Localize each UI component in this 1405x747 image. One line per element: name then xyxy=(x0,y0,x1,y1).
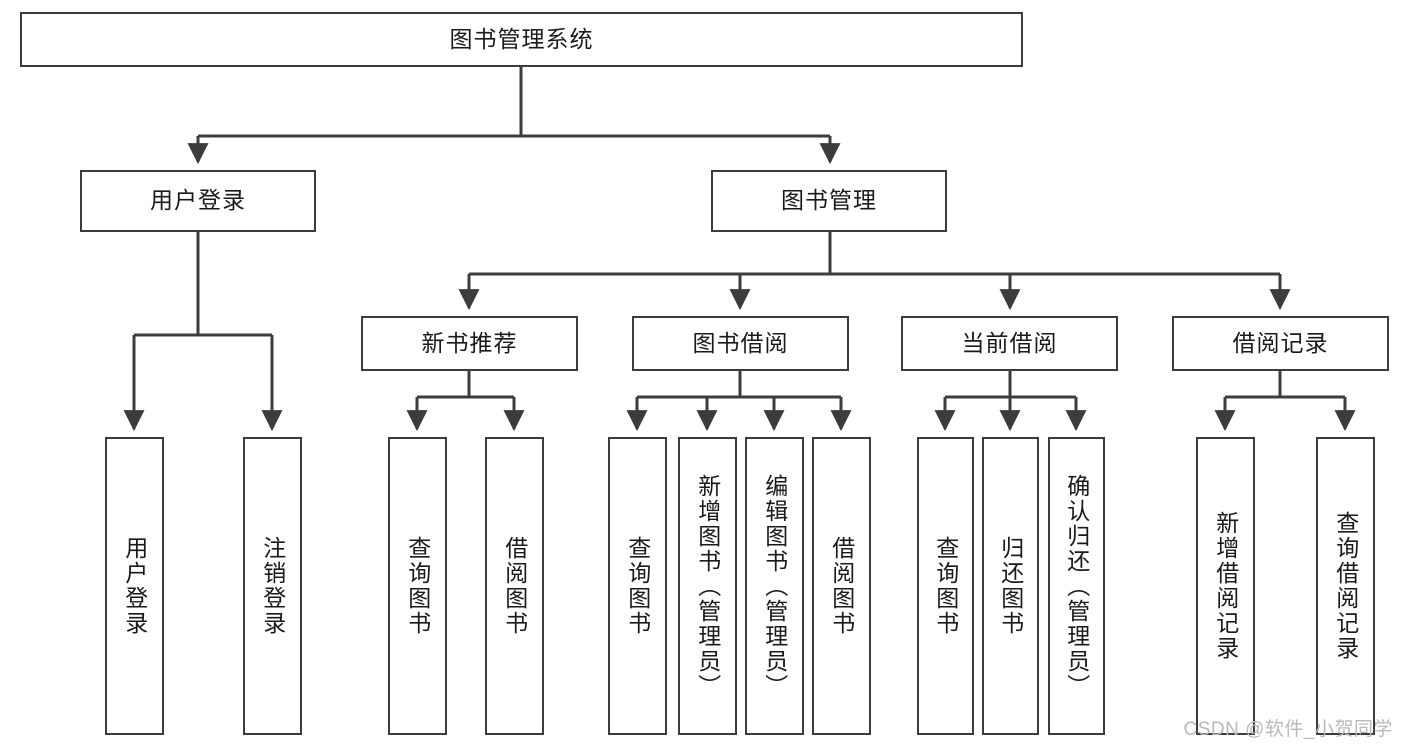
node-label: 注销登录 xyxy=(259,536,286,636)
node-label: 新增图书（管理员） xyxy=(694,473,721,699)
leaf-borrow-query-book[interactable]: 查询图书 xyxy=(608,437,667,735)
node-label: 编辑图书（管理员） xyxy=(761,473,788,699)
node-label: 借阅记录 xyxy=(1232,329,1329,356)
node-label: 归还图书 xyxy=(997,536,1024,636)
leaf-borrow-edit-book-admin[interactable]: 编辑图书（管理员） xyxy=(745,437,804,735)
node-label: 查询图书 xyxy=(404,536,431,636)
node-label: 查询图书 xyxy=(624,536,651,636)
leaf-user-login-login[interactable]: 用户登录 xyxy=(105,437,164,735)
node-book-borrow[interactable]: 图书借阅 xyxy=(632,316,849,371)
node-label: 当前借阅 xyxy=(961,329,1058,356)
node-current-borrow[interactable]: 当前借阅 xyxy=(901,316,1118,371)
leaf-record-query-record[interactable]: 查询借阅记录 xyxy=(1316,437,1375,735)
node-label: 新书推荐 xyxy=(421,329,518,356)
leaf-new-book-borrow[interactable]: 借阅图书 xyxy=(485,437,544,735)
node-label: 用户登录 xyxy=(121,536,148,636)
leaf-borrow-add-book-admin[interactable]: 新增图书（管理员） xyxy=(678,437,737,735)
node-label: 查询借阅记录 xyxy=(1332,511,1359,661)
node-label: 查询图书 xyxy=(932,536,959,636)
node-label: 用户登录 xyxy=(150,187,246,214)
node-book-management[interactable]: 图书管理 xyxy=(711,170,947,232)
node-user-login[interactable]: 用户登录 xyxy=(80,170,316,232)
leaf-current-return-book[interactable]: 归还图书 xyxy=(982,437,1039,735)
node-label: 借阅图书 xyxy=(501,536,528,636)
node-new-book-recommend[interactable]: 新书推荐 xyxy=(361,316,578,371)
leaf-current-query-book[interactable]: 查询图书 xyxy=(917,437,974,735)
node-label: 图书借阅 xyxy=(692,329,789,356)
leaf-borrow-borrow-book[interactable]: 借阅图书 xyxy=(812,437,871,735)
leaf-current-confirm-return-admin[interactable]: 确认归还（管理员） xyxy=(1048,437,1105,735)
node-label: 新增借阅记录 xyxy=(1212,511,1239,661)
leaf-new-book-query[interactable]: 查询图书 xyxy=(388,437,447,735)
node-borrow-record[interactable]: 借阅记录 xyxy=(1172,316,1389,371)
node-label: 图书管理 xyxy=(781,187,877,214)
node-label: 确认归还（管理员） xyxy=(1063,473,1090,699)
node-root-book-management-system[interactable]: 图书管理系统 xyxy=(20,12,1023,67)
leaf-user-login-logout[interactable]: 注销登录 xyxy=(243,437,302,735)
leaf-record-add-record[interactable]: 新增借阅记录 xyxy=(1196,437,1255,735)
node-label: 借阅图书 xyxy=(828,536,855,636)
node-label: 图书管理系统 xyxy=(449,25,594,52)
